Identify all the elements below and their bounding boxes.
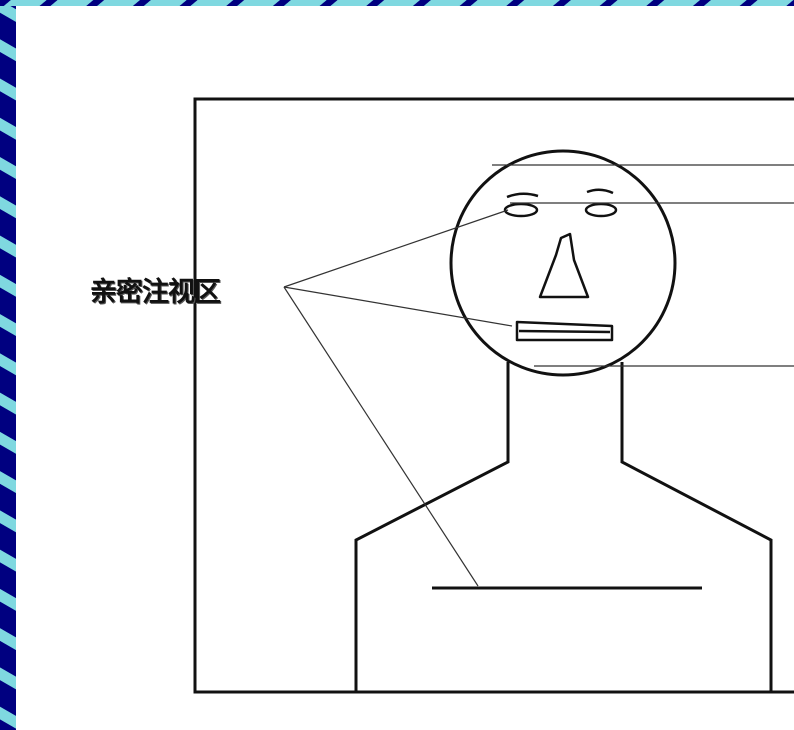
left-eyebrow-icon <box>506 192 539 199</box>
body-outline-left <box>354 362 510 692</box>
left-border-stripes <box>0 0 16 730</box>
intimate-gaze-zone-label: 亲密注视区 <box>90 277 221 308</box>
leader-line-eyes <box>283 209 509 288</box>
right-eye-icon <box>584 202 618 218</box>
diagram-frame <box>193 97 794 694</box>
leader-line-chest <box>283 286 479 587</box>
top-border-stripes <box>0 0 794 6</box>
left-eye-icon <box>503 202 539 218</box>
body-outline-right <box>620 362 773 692</box>
right-eyebrow-icon <box>586 188 614 195</box>
leader-line-mouth <box>283 286 513 327</box>
nose-icon <box>538 232 590 299</box>
mouth-icon <box>515 320 614 342</box>
